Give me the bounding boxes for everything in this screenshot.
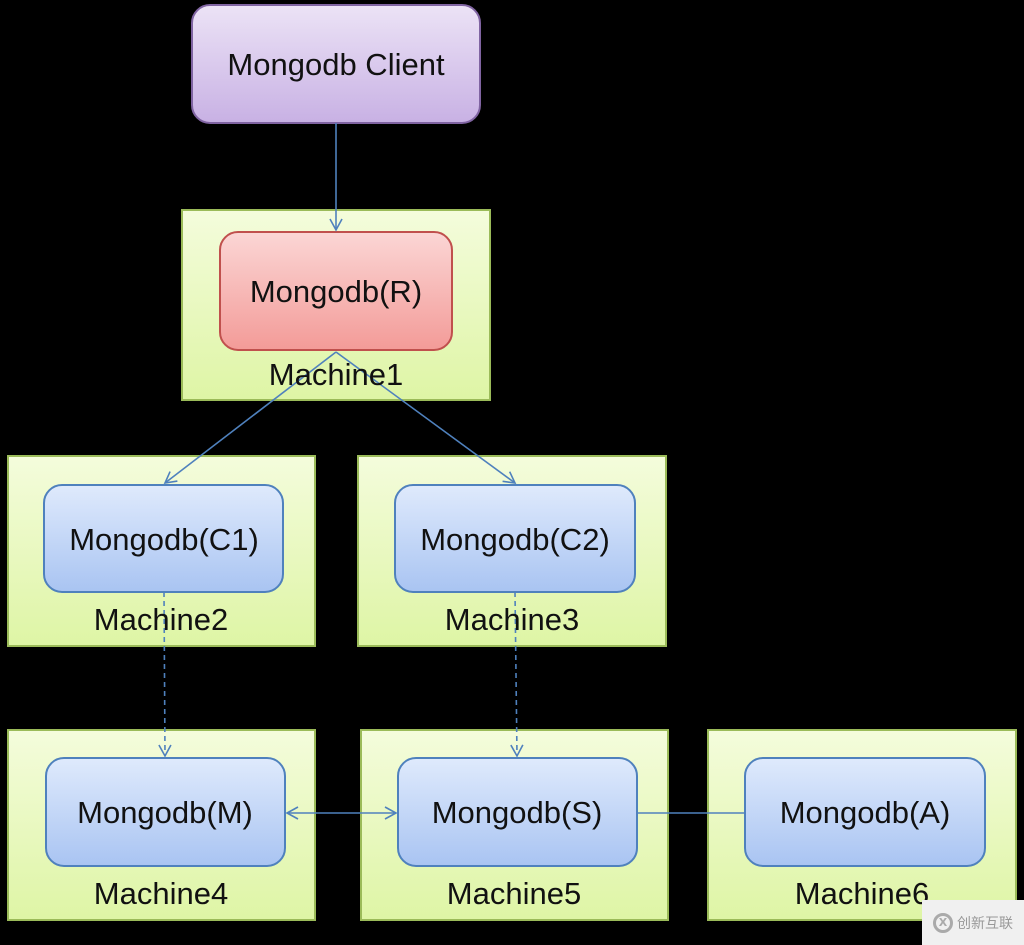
m-label: Mongodb(M) (77, 795, 253, 830)
client-label: Mongodb Client (227, 47, 445, 82)
machine4-label: Machine4 (94, 876, 228, 911)
c1-label: Mongodb(C1) (69, 522, 259, 557)
arbiter-node (744, 757, 986, 867)
watermark-logo-icon: X (933, 912, 953, 933)
a-label: Mongodb(A) (780, 795, 951, 830)
router-to-c2-arrow (335, 351, 517, 484)
machine2-label: Machine2 (94, 602, 228, 637)
router-to-c1-arrow (163, 351, 337, 485)
machine3-label: Machine3 (445, 602, 579, 637)
watermark: X 创新互联 (922, 900, 1024, 945)
watermark-text: 创新互联 (957, 915, 1013, 932)
router-label: Mongodb(R) (250, 274, 422, 309)
c1-to-m-dashed-arrow (158, 591, 172, 758)
slave-node (397, 757, 638, 867)
c2-to-s-dashed-arrow (510, 591, 524, 758)
machine5-label: Machine5 (447, 876, 581, 911)
machine6-label: Machine6 (795, 876, 929, 911)
machine1-label: Machine1 (269, 357, 403, 392)
config-node-c1 (43, 484, 284, 593)
c2-label: Mongodb(C2) (420, 522, 610, 557)
master-node (45, 757, 286, 867)
router-node (219, 231, 453, 351)
s-label: Mongodb(S) (432, 795, 603, 830)
